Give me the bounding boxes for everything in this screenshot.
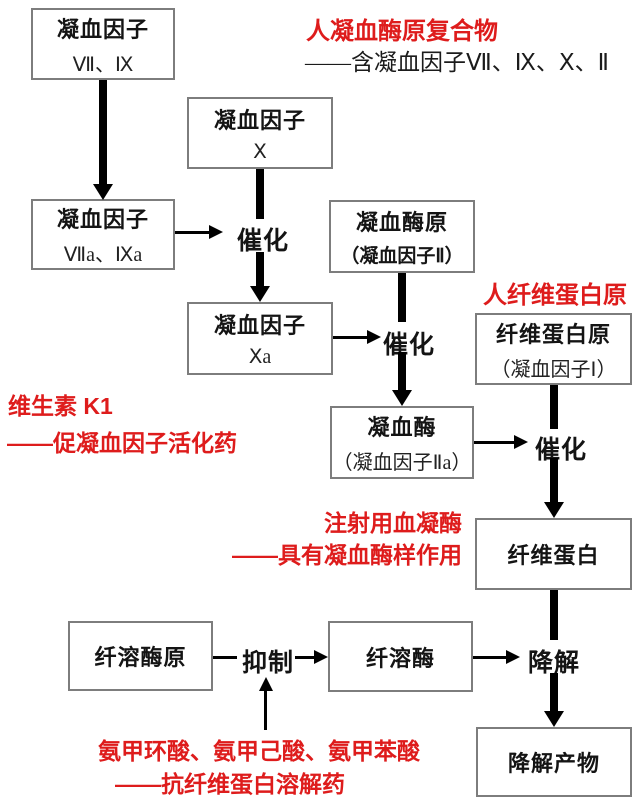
box-factor-10a: 凝血因子 Ⅹa (187, 302, 333, 375)
annotation-hemocoagulase-title: 注射用血凝酶 (324, 510, 462, 536)
arrow-catalyze2-to-thrombin-line (398, 352, 406, 390)
label-degrade: 降解 (528, 649, 581, 677)
box-title: 纤溶酶原 (94, 645, 187, 670)
box-fibrin: 纤维蛋白 (475, 518, 632, 590)
arrow-factor7a9a-to-catalyze1-head (209, 225, 223, 239)
box-title: 纤溶酶 (365, 645, 435, 671)
annotation-antifibrinolytics-desc: ——抗纤维蛋白溶解药 (115, 771, 345, 797)
label-catalyze-1: 催化 (237, 227, 290, 255)
box-title: 凝血因子 (56, 16, 149, 42)
arrow-factor10a-to-catalyze2-line (333, 336, 367, 339)
arrow-thrombin-to-catalyze3-line (474, 441, 514, 444)
box-plasminogen: 纤溶酶原 (68, 621, 213, 691)
annotation-vitamin-k1-title: 维生素 K1 (8, 393, 113, 419)
arrow-prothrombin-to-catalyze2-line (398, 273, 406, 322)
arrow-factor79-to-factor7a9a-head (93, 184, 113, 200)
arrow-degrade-to-products-head (544, 711, 564, 727)
box-plasmin: 纤溶酶 (328, 621, 473, 692)
box-title: 纤维蛋白 (507, 543, 600, 568)
arrow-inhibit-to-plasmin-head (314, 650, 328, 664)
arrow-catalyze3-to-fibrin-line (550, 458, 558, 502)
box-factor-7a-9a: 凝血因子 Ⅶa、Ⅸa (31, 199, 175, 270)
arrow-catalyze1-to-factor10a-head (250, 286, 270, 302)
annotation-antifibrinolytics-title: 氨甲环酸、氨甲己酸、氨甲苯酸 (98, 738, 420, 764)
box-factor-7-9: 凝血因子 Ⅶ、Ⅸ (31, 8, 175, 80)
arrow-factor10a-to-catalyze2-head (367, 330, 381, 344)
arrow-antifibrinolytics-to-inhibit-head (259, 677, 273, 691)
box-sub: （凝血因子Ⅰ） (490, 358, 617, 381)
box-sub: Ⅶa、Ⅸa (63, 244, 143, 266)
arrow-catalyze3-to-fibrin-head (544, 502, 564, 518)
arrow-catalyze2-to-thrombin-head (392, 390, 412, 406)
box-factor-10: 凝血因子 Ⅹ (187, 97, 333, 169)
annotation-hemocoagulase-desc: ——具有凝血酶样作用 (232, 542, 462, 568)
arrow-degrade-to-products-line (550, 673, 558, 711)
arrow-factor7a9a-to-catalyze1-line (175, 231, 209, 234)
annotation-prothrombin-complex-desc: ——含凝血因子Ⅶ、Ⅸ、Ⅹ、Ⅱ (305, 50, 609, 75)
box-prothrombin: 凝血酶原 （凝血因子Ⅱ） (329, 200, 475, 273)
box-sub: （凝血因子Ⅱ） (340, 246, 464, 267)
arrow-fibrin-to-degrade-line (550, 590, 558, 640)
box-title: 凝血因子 (56, 207, 149, 232)
box-sub: Ⅹa (248, 346, 272, 368)
annotation-vitamin-k1-desc: ——促凝血因子活化药 (7, 430, 237, 456)
annotation-fibrinogen-title: 人纤维蛋白原 (483, 282, 627, 309)
box-title: 凝血酶 (367, 415, 437, 440)
arrow-inhibit-to-plasmin-line (295, 656, 314, 659)
box-sub: Ⅶ、Ⅸ (72, 53, 134, 76)
box-title: 凝血酶原 (355, 210, 448, 235)
box-thrombin: 凝血酶 （凝血因子Ⅱa） (330, 406, 474, 479)
annotation-prothrombin-complex-title: 人凝血酶原复合物 (306, 18, 498, 45)
connector-plasminogen-to-inhibit-line (213, 656, 237, 659)
arrow-factor10-to-catalyze1-line (256, 169, 264, 219)
box-title: 纤维蛋白原 (495, 321, 611, 347)
box-degradation-products: 降解产物 (476, 727, 632, 797)
box-title: 降解产物 (507, 751, 600, 776)
box-title: 凝血因子 (213, 107, 306, 133)
arrow-antifibrinolytics-to-inhibit-line (264, 691, 267, 730)
label-inhibit: 抑制 (242, 649, 295, 677)
box-title: 凝血因子 (213, 313, 306, 338)
label-catalyze-3: 催化 (535, 436, 588, 464)
arrow-plasmin-to-degrade-line (473, 656, 506, 659)
label-catalyze-2: 催化 (383, 331, 436, 359)
arrow-fibrinogen-to-catalyze3-line (550, 385, 558, 429)
box-sub: Ⅹ (253, 140, 267, 163)
arrow-catalyze1-to-factor10a-line (256, 252, 264, 286)
arrow-plasmin-to-degrade-head (506, 650, 520, 664)
box-fibrinogen: 纤维蛋白原 （凝血因子Ⅰ） (475, 313, 632, 385)
arrow-factor79-to-factor7a9a-line (99, 80, 107, 184)
arrow-thrombin-to-catalyze3-head (514, 435, 528, 449)
box-sub: （凝血因子Ⅱa） (332, 452, 472, 474)
